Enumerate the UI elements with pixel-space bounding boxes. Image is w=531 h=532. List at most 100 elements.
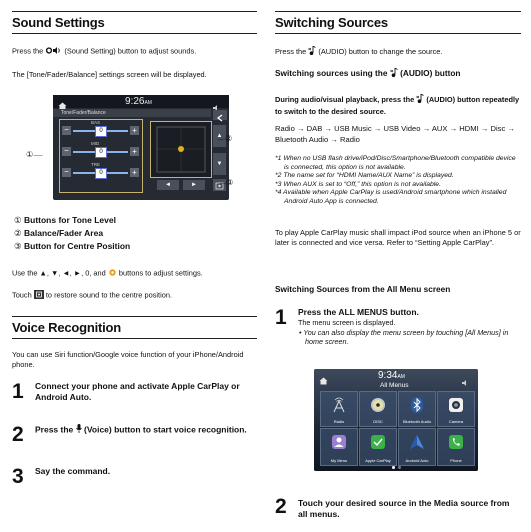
footnote-3: *3 When AUX is set to “Off,” this option… [275,180,441,188]
tile-disc-label: DISC [373,419,383,424]
home-icon[interactable] [319,372,328,390]
menu-step-1-bullet-text: You can also display the menu screen by … [303,327,509,347]
sound-intro-pre: Press the [12,46,44,56]
my-menu-icon [332,435,346,449]
voice-step-2-pre: Press the [35,424,74,435]
volume-icon [213,98,221,111]
voice-recognition-title: Voice Recognition [12,316,257,339]
disc-icon [371,398,385,412]
audio-button-icon [390,67,398,80]
voice-step-1-num: 1 [12,380,24,403]
bas-value: 0 [95,126,107,137]
audio-intro-post: (AUDIO) button to change the source. [318,47,443,57]
tile-bluetooth-audio[interactable]: Bluetooth Audio [398,391,436,427]
tre-minus-button[interactable]: − [62,168,71,177]
mid-plus-button[interactable]: + [130,147,139,156]
footnote-2: *2 The name set for “HDMI Name/AUX Name”… [275,172,454,180]
tile-camera-label: Camera [448,419,464,424]
tile-android-auto-label: Android Auto [405,458,429,463]
voice-step-3-num: 3 [12,465,24,488]
tile-camera[interactable]: Camera [437,391,475,427]
callout-3: ·······③ [219,178,234,187]
playback-instructions: During audio/visual playback, press the … [275,93,521,116]
center-position-icon [33,290,44,302]
screen-status-bar [53,95,229,108]
adjust-instructions: Use the ▲, ▼, ◄, ►, 0, and buttons to ad… [12,268,257,280]
callout-2: ········② [217,134,233,143]
menu-step-1-title: Press the ALL MENUS button. [298,307,419,317]
legend-text: Button for Centre Position [24,241,131,251]
legend-num: ③ [14,241,22,251]
switching-sources-title: Switching Sources [275,11,521,34]
center-restore-instructions: Touch to restore sound to the centre pos… [12,290,257,302]
sound-intro: Press the (Sound Setting) button to adju… [12,46,257,58]
home-icon[interactable] [58,97,67,110]
sub1-pre: Switching sources using the [275,68,388,79]
panel-title-bar [53,109,211,117]
menu-step-1-bullet: • You can also display the menu screen b… [299,327,509,347]
sound-setting-icon [45,46,62,58]
screen2-time-value: 9:34 [378,370,398,381]
tile-my-menu-label: My Menu [330,458,348,463]
tile-phone[interactable]: Phone [437,428,475,466]
playback-pre: During audio/visual playback, press the [275,95,415,105]
sound-intro-post: (Sound Setting) button to adjust sounds. [64,46,197,56]
tile-disc[interactable]: DISC [359,391,397,427]
tile-radio[interactable]: Radio [320,391,358,427]
sound-settings-screen: 9:26AM Tone/Fader/Balance BAS − 0 + MID … [53,95,229,200]
source-sequence: Radio → DAB → USB Music → USB Video → AU… [275,124,515,144]
switching-subheading-1: Switching sources using the (AUDIO) butt… [275,67,521,80]
legend-text: Balance/Fader Area [24,228,104,238]
balance-right-button[interactable]: ► [183,180,205,190]
center-position-button[interactable] [213,179,226,191]
volume-icon [462,373,470,391]
carplay-icon [371,435,385,449]
legend-text: Buttons for Tone Level [24,215,116,225]
balance-fader-area[interactable] [150,121,212,178]
legend-num: ① [14,215,22,225]
audio-intro-pre: Press the [275,47,307,57]
sound-settings-title: Sound Settings [12,11,257,34]
tile-my-menu[interactable]: My Menu [320,428,358,466]
balance-left-button[interactable]: ◄ [157,180,179,190]
fader-up-button[interactable]: ▲ [213,125,226,147]
screen-ampm: AM [144,100,152,106]
callout-3-label: ③ [226,178,234,187]
audio-intro: Press the (AUDIO) button to change the s… [275,45,521,59]
tile-phone-label: Phone [450,458,462,463]
playback-post: (AUDIO) button repeatedly to switch to t… [275,95,520,116]
tile-carplay-label: Apple CarPlay [365,458,391,463]
footnote-4: *4 Available when Apple CarPlay is used/… [275,189,507,205]
tre-value: 0 [95,168,107,179]
bas-minus-button[interactable]: − [62,126,71,135]
tone-label-tre: TRE [91,162,100,167]
voice-intro: You can use Siri function/Google voice f… [12,350,244,369]
back-button[interactable] [213,110,227,122]
adjust-pre: Use the ▲, ▼, ◄, ►, 0, and [12,268,106,278]
audio-button-icon [416,93,425,107]
callout-2-label: ② [224,134,233,143]
carplay-note: To play Apple CarPlay music shall impact… [275,228,521,247]
adjust-post: buttons to adjust settings. [118,268,203,278]
callout-1-label: ① [26,150,34,159]
radio-icon [333,397,345,413]
legend-item: ③ Button for Centre Position [14,240,130,253]
sound-screen-note: The [Tone/Fader/Balance] settings screen… [12,70,207,79]
tile-radio-label: Radio [333,419,345,424]
tre-plus-button[interactable]: + [130,168,139,177]
legend-item: ② Balance/Fader Area [14,227,130,240]
footnotes: *1 When no USB flash drive/iPod/Disc/Sma… [275,155,521,207]
menu-step-1-line: The menu screen is displayed. [298,318,396,327]
restore-pre: Touch [12,290,32,300]
fader-down-button[interactable]: ▼ [213,153,226,175]
tile-apple-carplay[interactable]: Apple CarPlay [359,428,397,466]
screen2-time: 9:34AM [378,370,405,381]
tile-android-auto[interactable]: Android Auto [398,428,436,466]
mid-minus-button[interactable]: − [62,147,71,156]
panel-title: Tone/Fader/Balance [61,110,106,116]
menu-step-1: Press the ALL MENUS button. The menu scr… [298,307,521,347]
voice-step-2-post: (Voice) button to start voice recognitio… [84,424,247,435]
bas-plus-button[interactable]: + [130,126,139,135]
restore-post: to restore sound to the centre position. [45,290,172,300]
tone-controls [59,119,143,193]
